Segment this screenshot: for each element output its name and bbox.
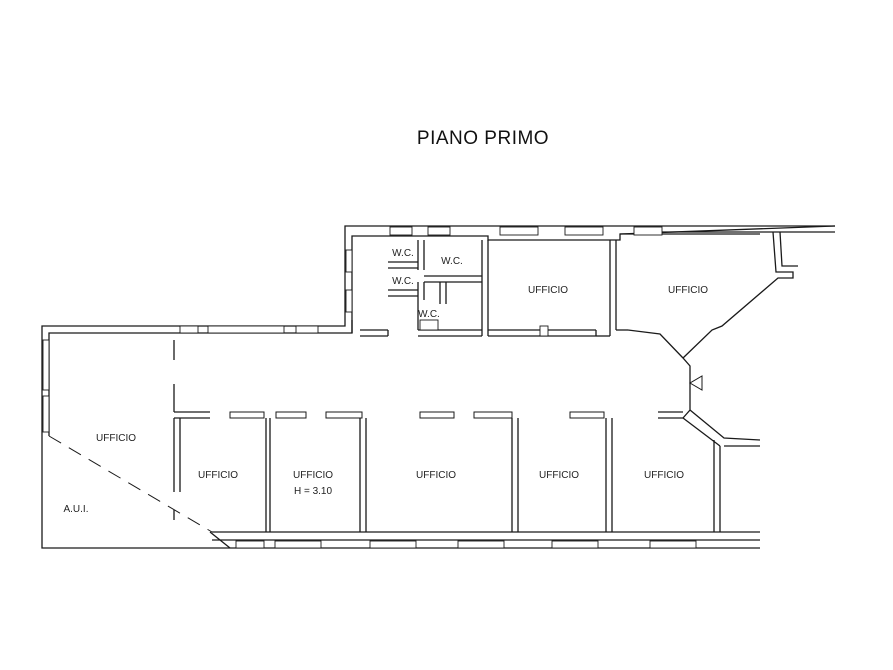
room-height-note: H = 3.10 bbox=[294, 486, 333, 497]
room-label-office-bottom-3: UFFICIO bbox=[416, 470, 456, 481]
room-label-wc-3: W.C. bbox=[392, 276, 414, 287]
plan-title: PIANO PRIMO bbox=[417, 128, 549, 149]
room-label-office-left: UFFICIO bbox=[96, 433, 136, 444]
room-label-wc-2: W.C. bbox=[441, 256, 463, 267]
windows bbox=[42, 226, 697, 549]
bottom-office-walls bbox=[212, 418, 760, 533]
room-label-office-bottom-4: UFFICIO bbox=[539, 470, 579, 481]
room-label-office-bottom-2: UFFICIO bbox=[293, 470, 333, 481]
room-label-wc-1: W.C. bbox=[392, 248, 414, 259]
room-labels: W.C. W.C. W.C. W.C. UFFICIO UFFICIO UFFI… bbox=[63, 248, 708, 515]
room-label-office-top-2: UFFICIO bbox=[668, 285, 708, 296]
aui-label: A.U.I. bbox=[63, 504, 88, 515]
top-offices bbox=[488, 231, 798, 447]
wc-block bbox=[351, 240, 489, 337]
outer-walls bbox=[41, 225, 836, 549]
room-label-office-bottom-5: UFFICIO bbox=[644, 470, 684, 481]
room-label-wc-4: W.C. bbox=[418, 309, 440, 320]
aui-boundary bbox=[48, 435, 213, 533]
corridor-partitions bbox=[173, 340, 683, 520]
room-label-office-bottom-1: UFFICIO bbox=[198, 470, 238, 481]
room-label-office-top-1: UFFICIO bbox=[528, 285, 568, 296]
